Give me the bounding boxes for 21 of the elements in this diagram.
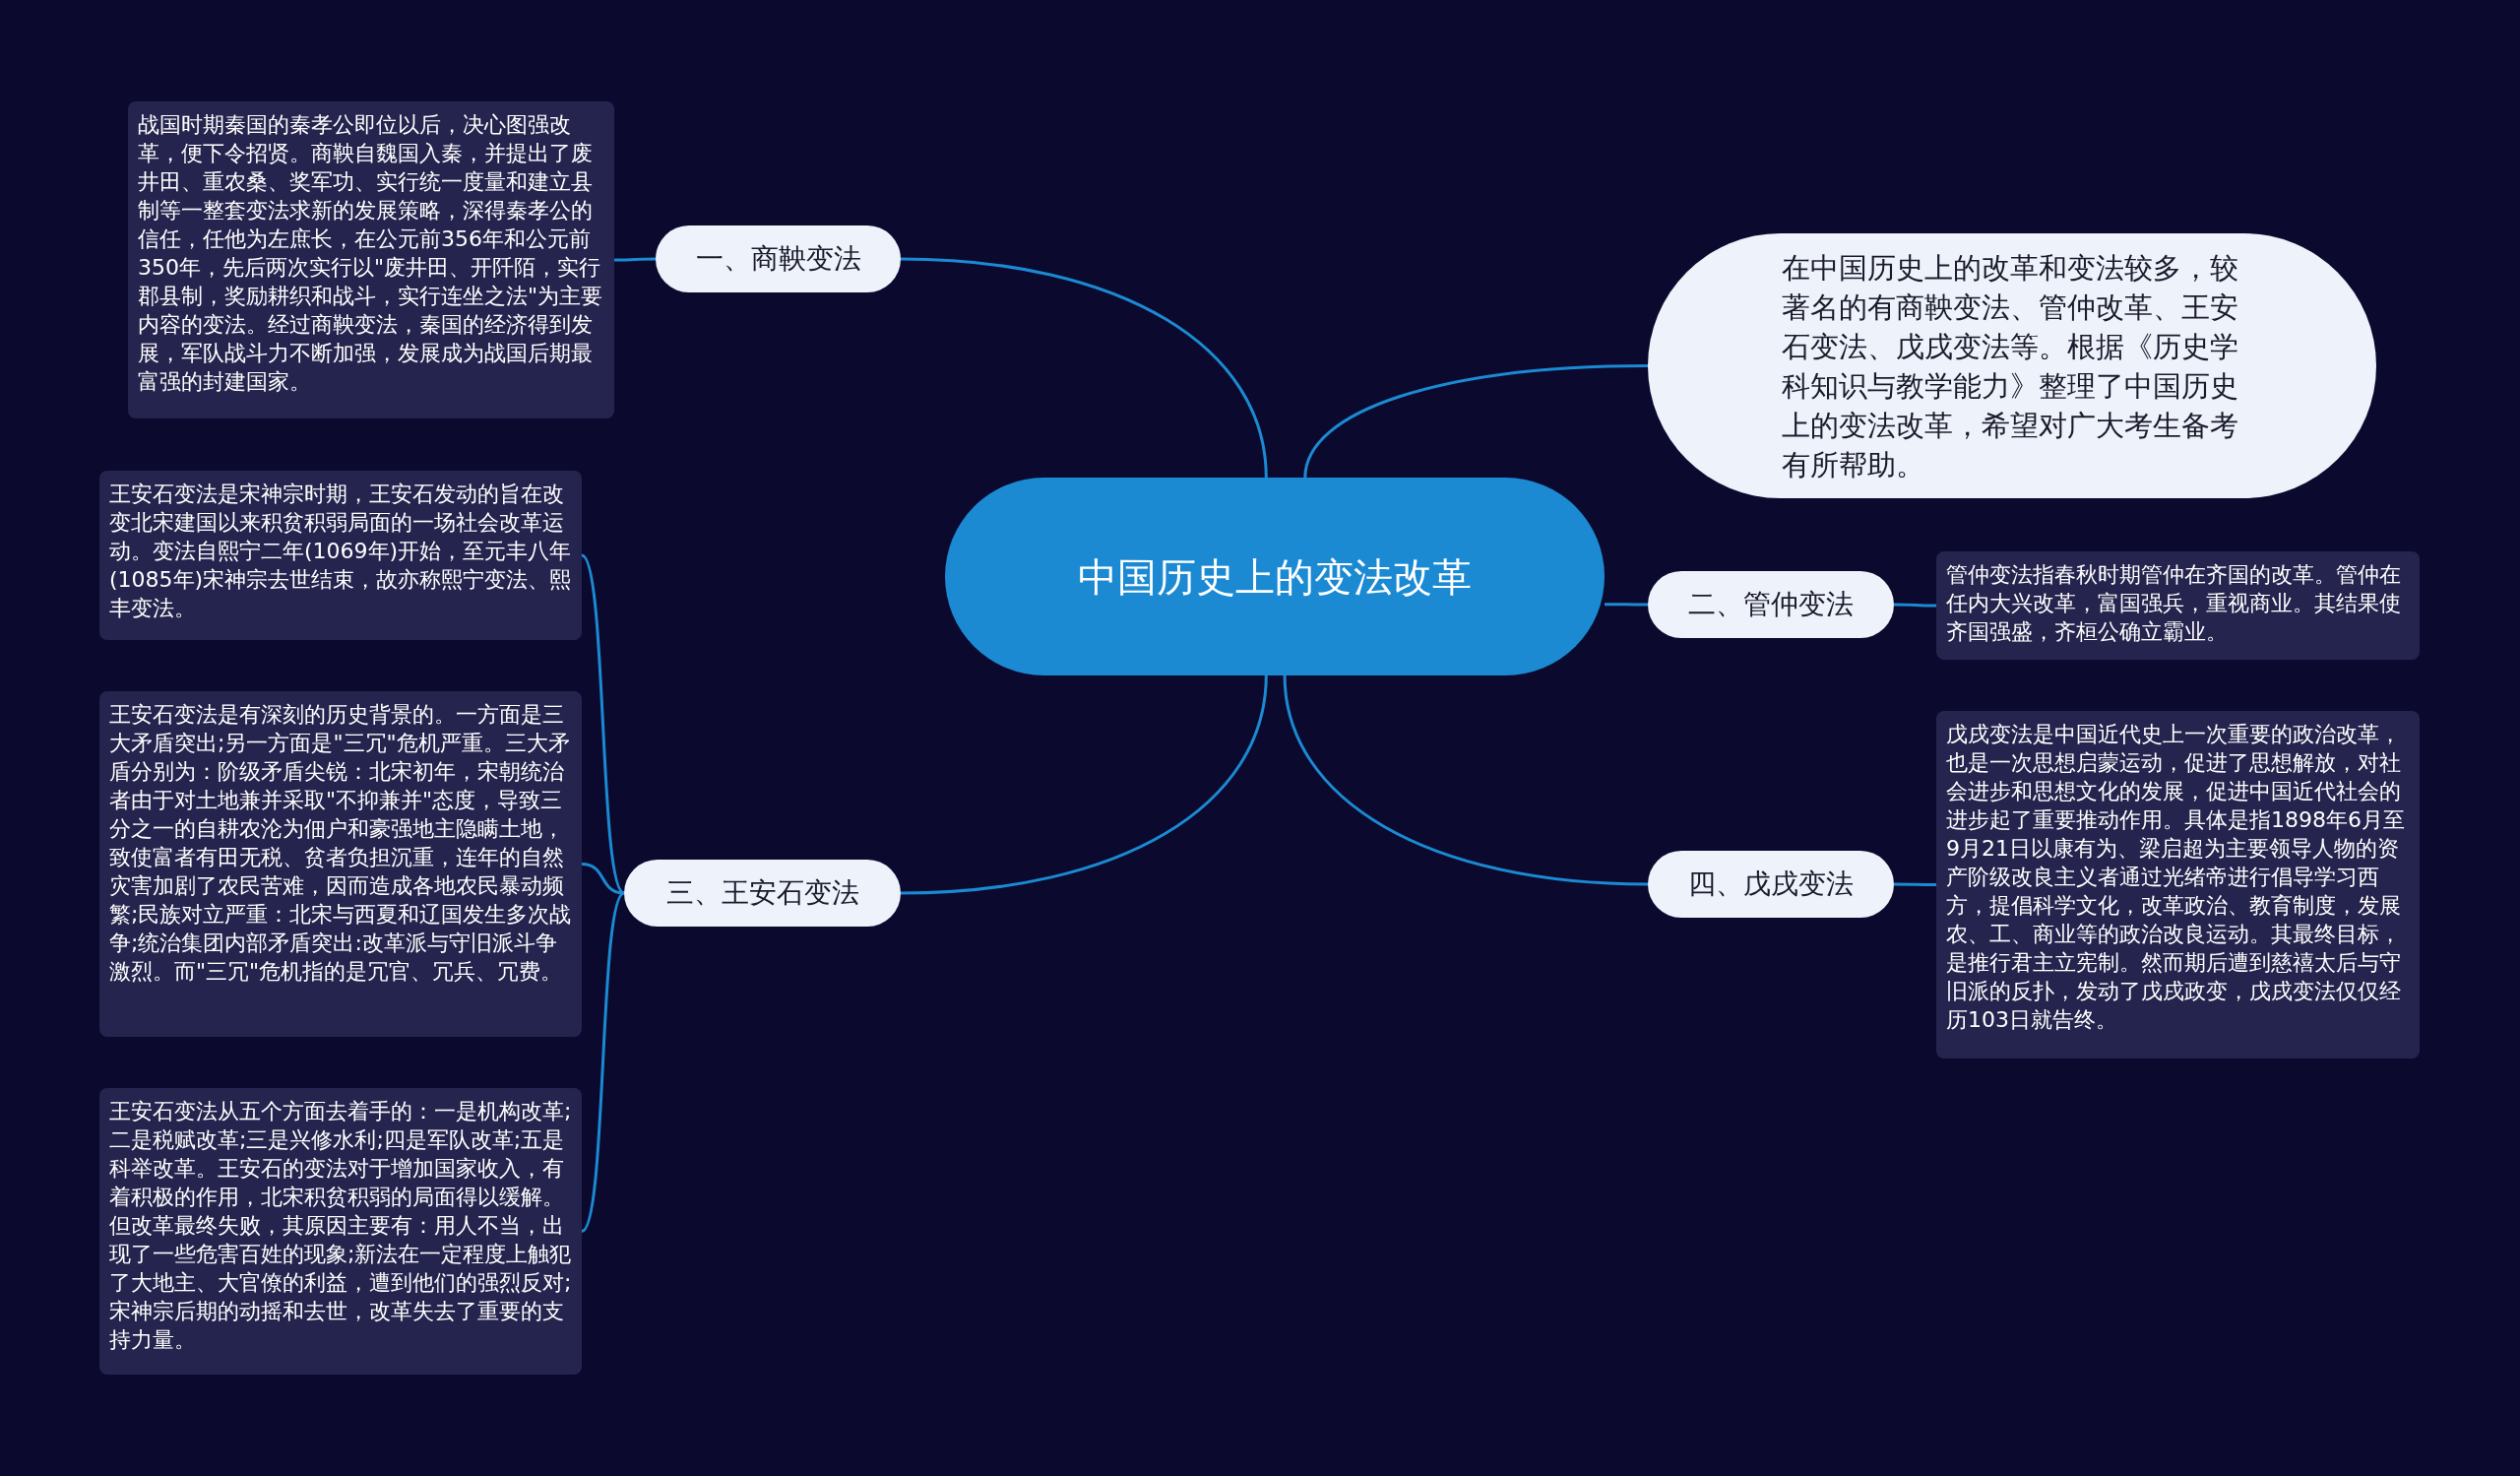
note-card: 王安石变法是宋神宗时期，王安石发动的旨在改变北宋建国以来积贫积弱局面的一场社会改革运动。变法自熙宁二年(1069年)开始，至元丰八年(1085年)宋神宗去世结束，故亦称熙宁变法、熙丰变法。 [99,471,582,640]
connector [1283,674,1649,886]
note-card: 戊戌变法是中国近代史上一次重要的政治改革，也是一次思想启蒙运动，促进了思想解放，对社会进步和思想文化的发展，促进中国近代社会的进步起了重要推动作用。具体是指1898年6月至9月21日以康有为、梁启超为主要领导人物的资产阶级改良主义者通过光绪帝进行倡导学习西方，提倡科学文化，改革政治、教育制度，发展农、工、商业等的政治改良运动。其最终目标，是推行君主立宪制。然而期后遭到慈禧太后与守旧派的反扑，发动了戊戌政变，戊戌变法仅仅经历103日就告终。 [1936,711,2420,1059]
central-topic: 中国历史上的变法改革 [945,478,1605,675]
topic-pill: 二、管仲变法 [1648,571,1894,638]
topic-pill: 一、商鞅变法 [656,225,901,292]
connector [614,257,656,262]
connector [1894,882,1936,886]
topic-pill: 三、王安石变法 [624,860,901,927]
connector [900,674,1268,895]
summary-bubble: 在中国历史上的改革和变法较多，较著名的有商鞅变法、管仲改革、王安石变法、戊戌变法等。根据《历史学科知识与教学能力》整理了中国历史上的变法改革，希望对广大考生备考有所帮助。 [1648,233,2376,498]
connector [1303,364,1649,479]
connector [580,892,626,1233]
topic-pill: 四、戊戌变法 [1648,851,1894,918]
connector [1894,603,1936,608]
note-card: 王安石变法从五个方面去着手的：一是机构改革;二是税赋改革;三是兴修水利;四是军队改革;五是科举改革。王安石的变法对于增加国家收入，有着积极的作用，北宋积贫积弱的局面得以缓解。但改革最终失败，其原因主要有：用人不当，出现了一些危害百姓的现象;新法在一定程度上触犯了大地主、大官僚的利益，遭到他们的强烈反对;宋神宗后期的动摇和去世，改革失去了重要的支持力量。 [99,1088,582,1375]
connector [1605,603,1648,607]
note-card: 战国时期秦国的秦孝公即位以后，决心图强改革，便下令招贤。商鞅自魏国入秦，并提出了废井田、重农桑、奖军功、实行统一度量和建立县制等一整套变法求新的发展策略，深得秦孝公的信任，任他为左庶长，在公元前356年和公元前350年，先后两次实行以"废井田、开阡陌，实行郡县制，奖励耕织和战斗，实行连坐之法"为主要内容的变法。经过商鞅变法，秦国的经济得到发展，军队战斗力不断加强，发展成为战国后期最富强的封建国家。 [128,101,614,418]
connector [900,257,1268,479]
note-card: 王安石变法是有深刻的历史背景的。一方面是三大矛盾突出;另一方面是"三冗"危机严重。三大矛盾分别为：阶级矛盾尖锐：北宋初年，宋朝统治者由于对土地兼并采取"不抑兼并"态度，导致三分之一的自耕农沦为佃户和豪强地主隐瞒土地，致使富者有田无税、贫者负担沉重，连年的自然灾害加剧了农民苦难，因而造成各地农民暴动频繁;民族对立严重：北宋与西夏和辽国发生多次战争;统治集团内部矛盾突出:改革派与守旧派斗争激烈。而"三冗"危机指的是冗官、冗兵、冗费。 [99,691,582,1037]
note-card: 管仲变法指春秋时期管仲在齐国的改革。管仲在任内大兴改革，富国强兵，重视商业。其结果使齐国强盛，齐桓公确立霸业。 [1936,551,2420,660]
